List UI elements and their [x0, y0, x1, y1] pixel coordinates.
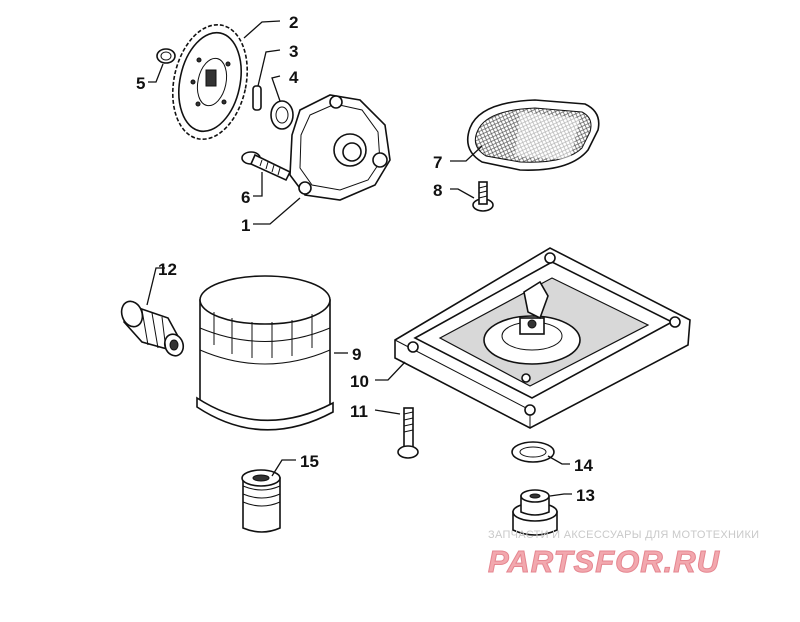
- callout-3: 3: [289, 42, 298, 61]
- leader-lines: [146, 20, 572, 497]
- callout-14: 14: [574, 456, 593, 475]
- callout-11: 11: [350, 402, 368, 421]
- callout-10: 10: [350, 372, 369, 391]
- pressure-switch: [120, 300, 185, 357]
- callout-9: 9: [352, 345, 361, 364]
- callout-13: 13: [576, 486, 595, 505]
- callout-5: 5: [136, 74, 145, 93]
- sprocket-gear: [171, 23, 249, 141]
- callout-1: 1: [241, 216, 250, 235]
- oil-pan: [394, 247, 691, 429]
- callout-8: 8: [433, 181, 442, 200]
- pan-bolt: [397, 407, 419, 459]
- dowel-pin: [252, 85, 262, 111]
- drain-gasket: [511, 441, 555, 463]
- watermark-logo: PARTSFOR.RU: [488, 544, 721, 580]
- filter-nipple: [241, 469, 281, 533]
- callout-6: 6: [241, 188, 250, 207]
- callout-2: 2: [289, 13, 298, 32]
- callout-12: 12: [158, 260, 177, 279]
- pump-bolt: [241, 151, 292, 182]
- snap-ring: [156, 48, 176, 64]
- callout-4: 4: [289, 68, 299, 87]
- callout-numbers: 1 2 3 4 5 6 7 8 9 10 11 12 13 14 15: [136, 13, 595, 505]
- callout-15: 15: [300, 452, 319, 471]
- washer: [270, 100, 294, 130]
- callout-7: 7: [433, 153, 442, 172]
- screen-screw: [472, 181, 494, 212]
- oil-pump: [289, 94, 391, 201]
- oil-filter: [196, 275, 334, 431]
- oil-strainer-screen: [466, 99, 600, 171]
- watermark-tagline: ЗАПЧАСТИ И АКСЕССУАРЫ ДЛЯ МОТОТЕХНИКИ: [488, 529, 760, 541]
- drain-plug: [512, 489, 558, 536]
